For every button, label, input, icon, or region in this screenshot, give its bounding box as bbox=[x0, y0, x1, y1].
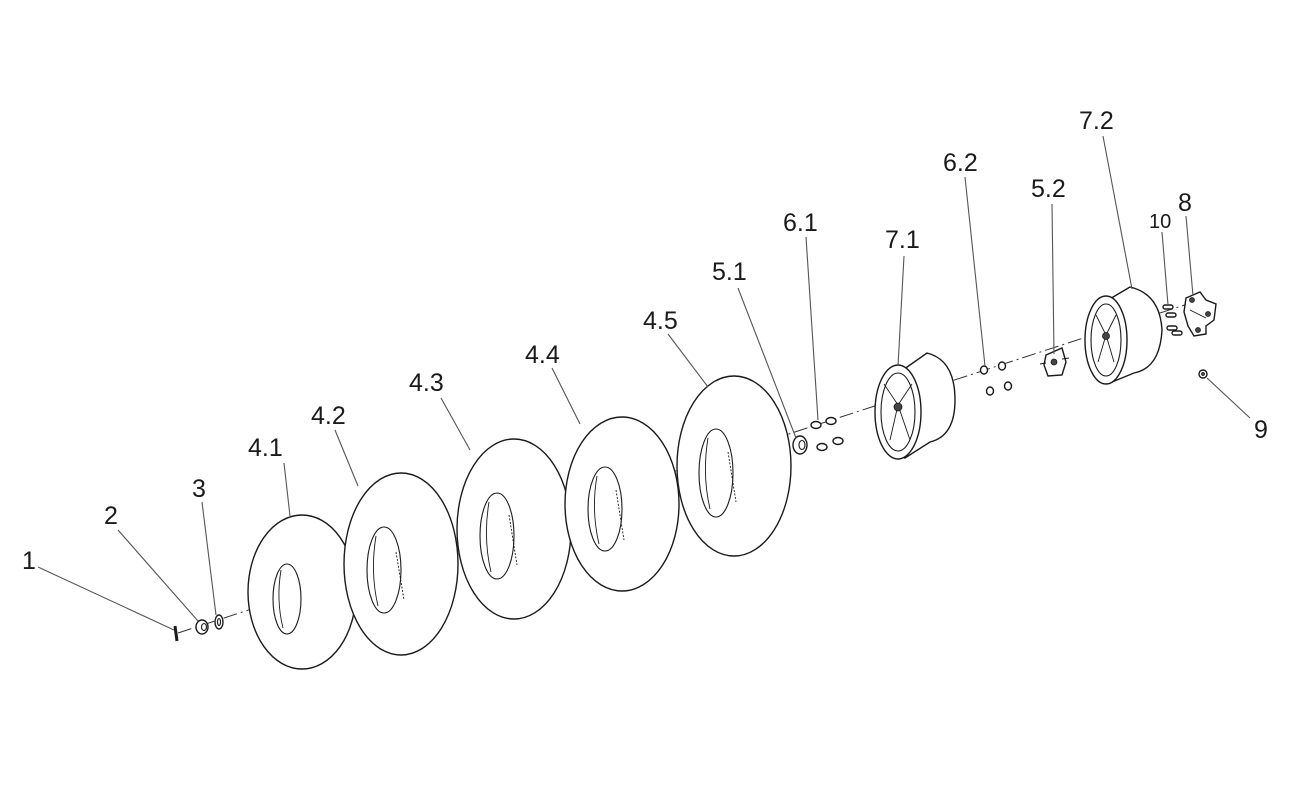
leader-9 bbox=[1206, 377, 1251, 419]
label-8: 8 bbox=[1178, 189, 1192, 217]
label-7-2: 7.2 bbox=[1079, 107, 1114, 135]
part-4-1-tire bbox=[247, 514, 357, 670]
part-4-3-tire bbox=[456, 438, 572, 620]
part-1-pin bbox=[173, 625, 179, 642]
leader-2 bbox=[117, 529, 199, 622]
leader-4-5 bbox=[667, 333, 709, 388]
part-5-1-bearing bbox=[792, 435, 808, 455]
part-7-1-rim bbox=[874, 352, 956, 460]
label-4-3: 4.3 bbox=[409, 369, 444, 397]
label-10: 10 bbox=[1149, 211, 1171, 233]
label-4-1: 4.1 bbox=[248, 434, 283, 462]
part-10-studs bbox=[1162, 304, 1183, 336]
part-3-washer bbox=[214, 614, 224, 630]
leader-7-1 bbox=[897, 255, 905, 367]
part-4-5-tire bbox=[676, 375, 792, 557]
label-4-5: 4.5 bbox=[643, 307, 678, 335]
leader-1 bbox=[37, 566, 175, 631]
label-3: 3 bbox=[192, 475, 206, 503]
leader-3 bbox=[201, 501, 217, 616]
label-7-1: 7.1 bbox=[885, 226, 920, 254]
label-4-2: 4.2 bbox=[311, 402, 346, 430]
label-1: 1 bbox=[22, 547, 36, 575]
part-4-2-tire bbox=[343, 472, 459, 656]
label-4-4: 4.4 bbox=[525, 341, 560, 369]
leader-4-1 bbox=[283, 462, 291, 517]
label-9: 9 bbox=[1254, 416, 1268, 444]
leader-4-4 bbox=[551, 367, 581, 425]
leader-8 bbox=[1185, 215, 1194, 297]
leader-4-2 bbox=[334, 429, 359, 487]
part-6-1-nuts bbox=[810, 416, 844, 452]
label-2: 2 bbox=[104, 502, 118, 530]
part-4-4-tire bbox=[564, 416, 680, 592]
leader-5-1 bbox=[737, 287, 797, 439]
label-6-2: 6.2 bbox=[943, 149, 978, 177]
part-6-2-nuts bbox=[979, 361, 1013, 396]
part-2-bushing bbox=[195, 619, 209, 635]
label-6-1: 6.1 bbox=[783, 209, 818, 237]
part-8-flange bbox=[1183, 291, 1217, 337]
part-5-2-hub bbox=[1039, 347, 1070, 377]
leader-5-2 bbox=[1051, 203, 1055, 355]
leader-6-1 bbox=[805, 236, 819, 421]
leader-7-2 bbox=[1102, 135, 1133, 290]
label-5-1: 5.1 bbox=[712, 258, 747, 286]
leader-6-2 bbox=[964, 176, 986, 367]
part-9-fitting bbox=[1198, 369, 1208, 379]
label-5-2: 5.2 bbox=[1031, 175, 1066, 203]
leader-4-3 bbox=[440, 397, 471, 451]
leader-10 bbox=[1161, 231, 1169, 306]
part-7-2-rim bbox=[1084, 286, 1163, 385]
